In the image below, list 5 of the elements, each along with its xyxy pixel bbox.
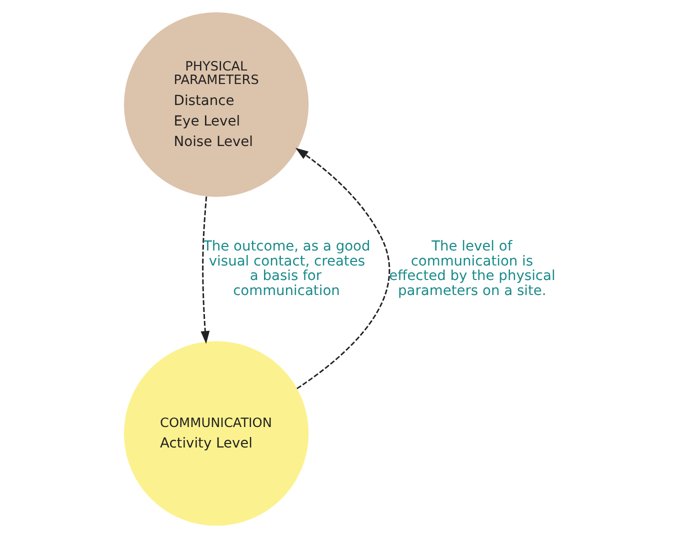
edge-label: The level of communication is effected by the physical parameters on a site.: [389, 238, 556, 299]
arrow: [200, 196, 210, 344]
node-circle: COMMUNICATION Activity Level: [124, 341, 309, 526]
edge-label: The outcome, as a good visual contact, creates a basis for communication: [203, 238, 370, 299]
arrow: [295, 148, 390, 390]
